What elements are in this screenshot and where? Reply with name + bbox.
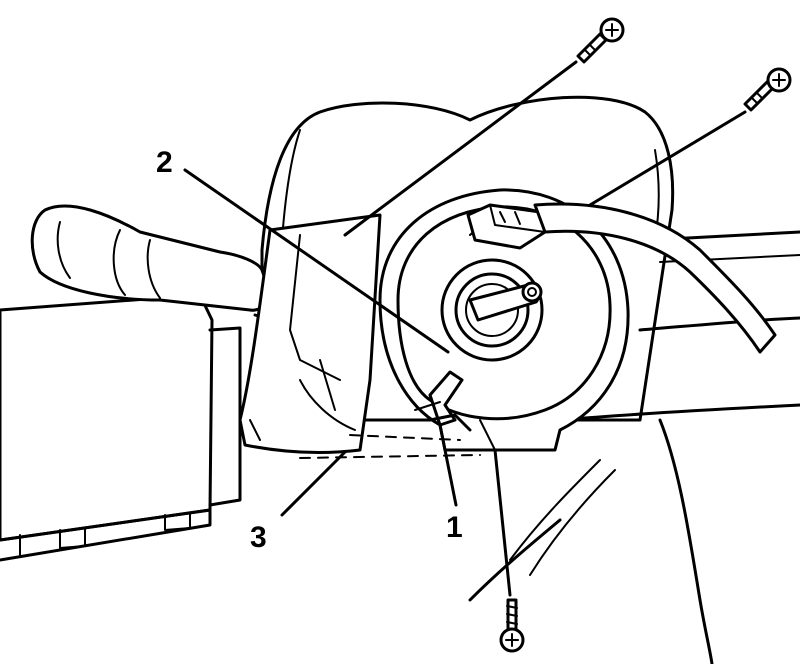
leader-line-3 bbox=[280, 450, 347, 517]
callout-2: 2 bbox=[156, 146, 173, 179]
screw-bottom bbox=[499, 598, 525, 653]
callout-1: 1 bbox=[446, 511, 463, 544]
screw-top-right bbox=[743, 67, 792, 112]
callout-3: 3 bbox=[250, 521, 267, 554]
dashboard-right bbox=[468, 230, 800, 664]
dashboard-left bbox=[0, 293, 242, 562]
steering-shaft-hub bbox=[440, 258, 544, 362]
leader-line-2 bbox=[183, 168, 450, 354]
screw-top-left bbox=[576, 17, 625, 64]
leader-lines bbox=[183, 60, 747, 597]
leader-line-1 bbox=[438, 423, 458, 507]
wiring-harness bbox=[533, 202, 777, 354]
